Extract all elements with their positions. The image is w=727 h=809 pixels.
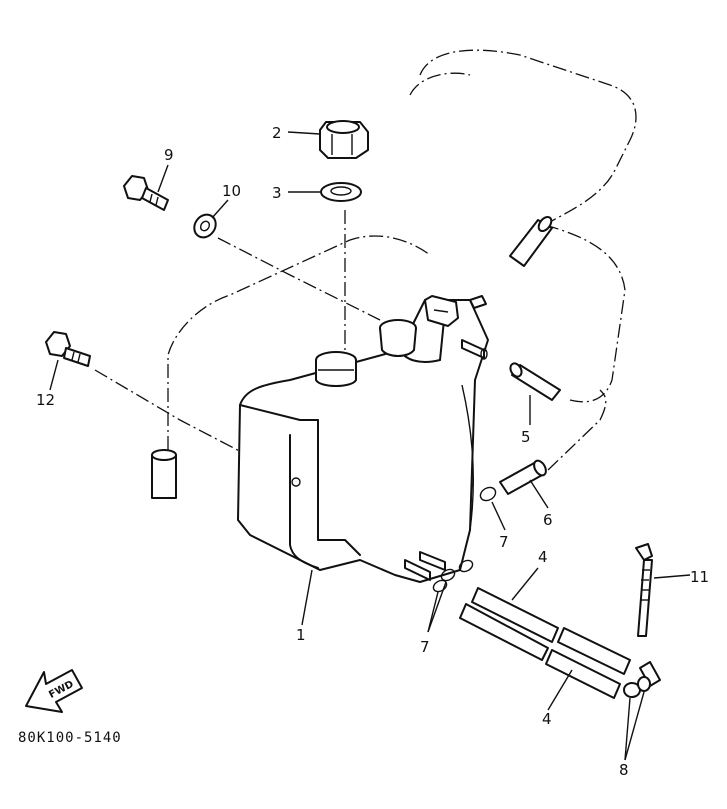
callout-9: 9 — [164, 146, 174, 164]
filler-cap — [319, 120, 369, 159]
callout-7-lower: 7 — [420, 638, 430, 656]
forward-arrow-icon: FWD — [25, 669, 83, 713]
callout-10: 10 — [222, 182, 241, 200]
hoses — [151, 215, 561, 499]
clamps-8 — [623, 661, 661, 698]
callout-4-lower: 4 — [542, 710, 552, 728]
oil-hoses-4 — [459, 587, 631, 699]
cable-tie-11 — [635, 543, 653, 637]
callout-11: 11 — [690, 568, 709, 586]
leader-lines — [49, 131, 691, 761]
cap-gasket — [320, 182, 362, 202]
callout-7-upper: 7 — [499, 533, 509, 551]
callout-2: 2 — [272, 124, 282, 142]
diagram-code: 80K100-5140 — [18, 730, 122, 746]
phantom-outlines — [94, 49, 637, 481]
bolt-9 — [123, 175, 169, 211]
bolt-12 — [45, 331, 91, 367]
callout-3: 3 — [272, 184, 282, 202]
callout-labels: 1 2 3 4 4 5 6 7 7 8 9 10 11 12 — [36, 124, 709, 779]
callout-1: 1 — [296, 626, 306, 644]
callout-8: 8 — [619, 761, 629, 779]
callout-12: 12 — [36, 391, 55, 409]
callout-6: 6 — [543, 511, 553, 529]
callout-5: 5 — [521, 428, 531, 446]
oil-tank — [237, 295, 489, 583]
collar-10 — [193, 213, 217, 239]
callout-4-upper: 4 — [538, 548, 548, 566]
